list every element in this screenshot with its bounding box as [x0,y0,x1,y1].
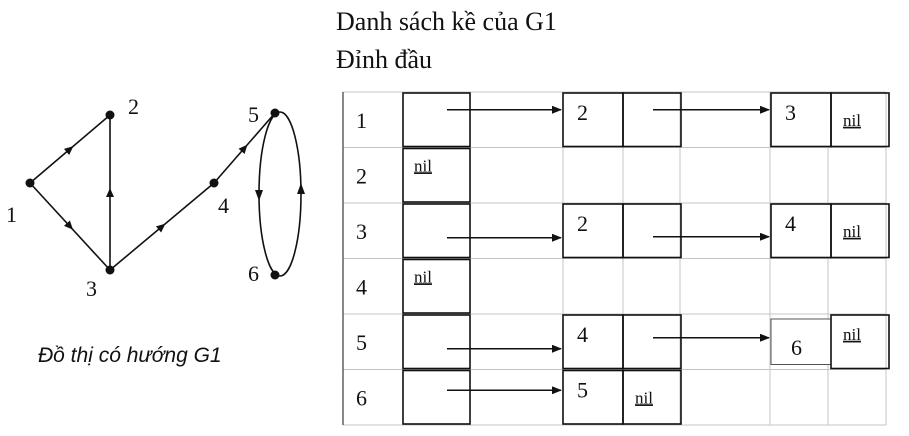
edge-4-5-arrowhead [238,144,248,155]
row-4-head-nil: nil [414,267,432,286]
row-1-node-2-nil: nil [843,111,861,130]
row-1-node-1-link [622,92,682,148]
row-3-node-2-link [830,203,890,259]
row-5-head-pointer [402,314,471,370]
edge-3-2-arrowhead [106,188,114,197]
row-1-node-2-value: 3 [785,100,796,125]
row-2-head-nil: nil [414,156,432,175]
row-1-node-1-info [562,92,624,148]
vertex-3-dot [105,265,115,275]
vertex-4-dot [209,178,219,188]
vertex-1-dot [25,178,35,188]
vertex-4-label: 4 [218,193,229,218]
row-5-vertex: 5 [356,330,367,355]
row-5-node-2-nil: nil [843,325,861,344]
graph-caption: Đồ thị có hướng G1 [38,344,222,367]
row-3-node-1-link [622,203,682,259]
edge-5-6-arrowhead [255,190,263,201]
vertex-2-label: 2 [128,94,139,119]
row-6-vertex: 6 [356,385,367,410]
edge-1-3-arrowhead [64,220,74,230]
row-2-head-pointer [402,147,471,203]
row-3-node-2-nil: nil [843,222,861,241]
row-4-vertex: 4 [356,274,367,299]
row-5-node-1-link [622,314,682,370]
row-3-node-1-info [562,203,624,259]
vertex-6-label: 6 [248,261,259,286]
edge-5-6-loop [258,111,302,277]
edge-1-2-arrowhead [63,146,74,155]
row-3-vertex: 3 [356,219,367,244]
row-3-node-1-value: 2 [577,211,588,236]
vertex-6-dot [270,270,280,280]
row-3-head-pointer [402,203,471,259]
head-vertex-heading: Đỉnh đầu [336,45,432,74]
list-heading: Danh sách kề của G1 [336,7,557,36]
row-5-node-1-value: 4 [577,322,588,347]
vertex-3-label: 3 [86,276,97,301]
row-4-head-pointer [402,258,471,314]
edge-3-4-arrowhead [155,223,166,233]
vertex-5-label: 5 [248,102,259,127]
adjacency-list-table: 1 2 3 nil 2 nil 3 2 4 nil 4 nil 5 4 6 nil 6 5 nil [342,91,890,426]
row-1-node-1-value: 2 [577,100,588,125]
row-3-node-2-value: 4 [785,211,796,236]
row-5-node-2-link [830,314,890,370]
row-2-vertex: 2 [356,163,367,188]
row-1-node-2-info [770,92,832,148]
row-6-node-1-nil: nil [635,388,653,407]
directed-graph: 1 2 3 4 5 6 [6,94,305,301]
row-6-node-1-link [622,369,682,425]
vertex-1-label: 1 [6,202,17,227]
row-5-node-2-value: 6 [791,335,802,360]
row-6-node-1-info [562,369,624,425]
row-1-vertex: 1 [356,108,367,133]
row-5-node-1-info [562,314,624,370]
row-3-node-2-info [770,203,832,259]
row-5-node-2-info [770,318,832,365]
vertex-2-dot [105,110,115,120]
vertex-5-dot [270,108,280,118]
row-6-node-1-value: 5 [577,377,588,402]
row-1-head-pointer [402,92,471,148]
edge-6-5-arrowhead [297,183,305,194]
row-6-head-pointer [402,369,471,425]
row-1-node-2-link [830,92,890,148]
